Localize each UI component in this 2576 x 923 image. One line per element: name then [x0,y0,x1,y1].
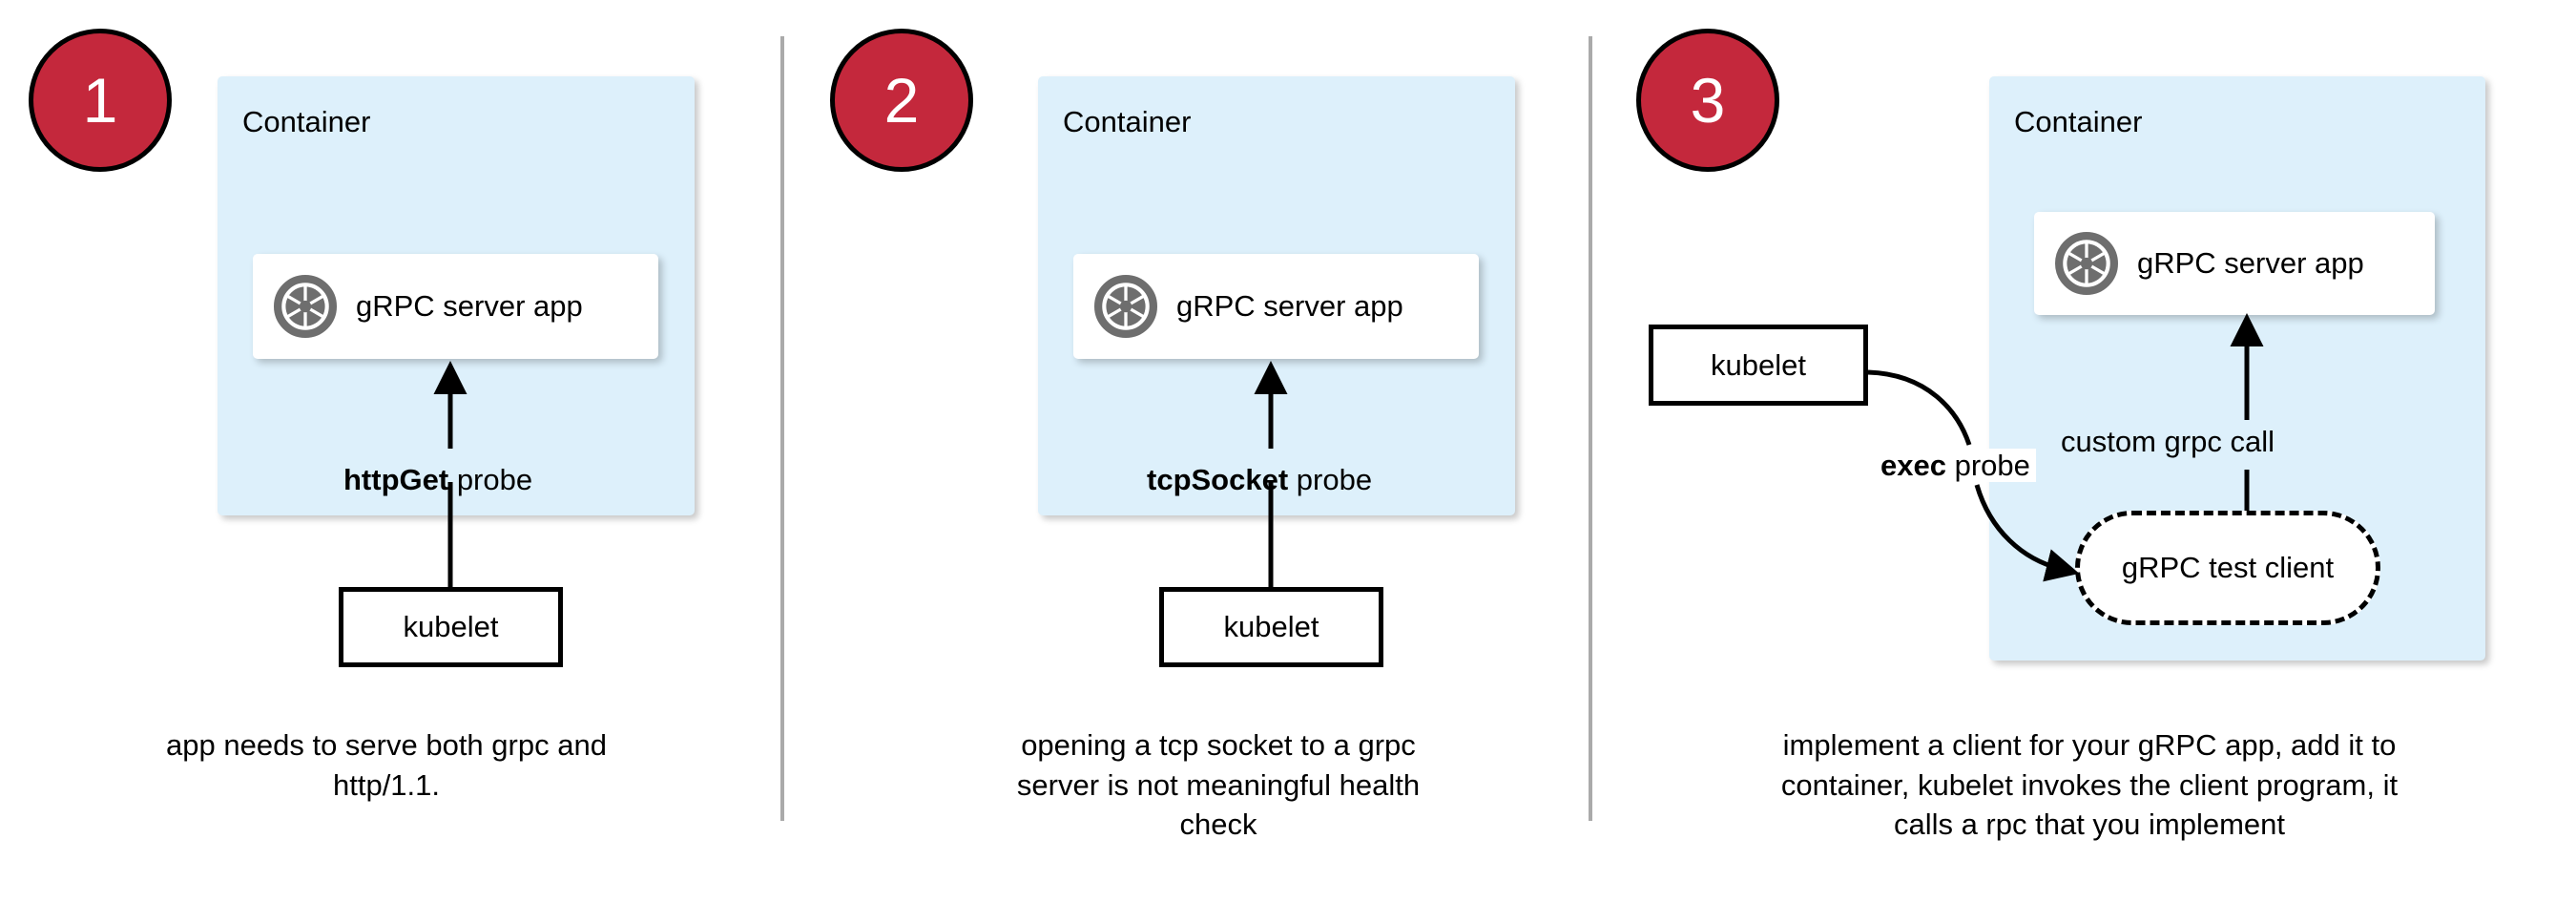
container-label-1: Container [242,105,371,138]
container-label-3: Container [2014,105,2143,138]
kubelet-box-2: kubelet [1159,587,1383,667]
panel-exec-probe: 3 Container [1593,0,2576,923]
container-label-2: Container [1063,105,1192,138]
kubelet-box-1: kubelet [339,587,563,667]
caption-2: opening a tcp socket to a grpc server is… [1016,728,1421,842]
grpc-server-app-card-2: gRPC server app [1073,254,1479,359]
step-badge-1: 1 [29,29,172,172]
panel-httpget-probe: 1 Container [0,0,782,923]
probe-label-exec-rest: probe [1945,449,2030,482]
grpc-server-app-card-1: gRPC server app [253,254,658,359]
probe-label-tcpsocket-rest: probe [1288,463,1373,496]
probe-label-tcpsocket: tcpSocket probe [1147,463,1372,497]
probe-label-exec: exec probe [1875,449,2036,483]
grpc-server-app-card-3: gRPC server app [2034,212,2435,315]
caption-1: app needs to serve both grpc and http/1.… [166,728,607,802]
probe-label-httpget-bold: httpGet [343,463,449,496]
probe-label-httpget-rest: probe [448,463,533,496]
panel-divider-2 [1589,36,1592,821]
kubelet-box-3: kubelet [1649,325,1868,406]
step-badge-3: 3 [1636,29,1779,172]
grpc-test-client-node: gRPC test client [2075,511,2380,625]
step-badge-2: 2 [830,29,973,172]
grpc-aperture-icon [2055,232,2118,295]
probe-label-httpget: httpGet probe [343,463,532,497]
probe-label-exec-bold: exec [1880,449,1946,482]
grpc-server-app-label-2: gRPC server app [1176,289,1403,323]
panel-divider-1 [780,36,784,821]
custom-grpc-call-text: custom grpc call [2055,425,2280,458]
grpc-aperture-icon [274,275,337,338]
custom-grpc-call-label: custom grpc call [2055,425,2280,459]
grpc-aperture-icon [1094,275,1157,338]
grpc-server-app-label-1: gRPC server app [356,289,583,323]
grpc-server-app-label-3: gRPC server app [2137,246,2364,280]
panel-tcpsocket-probe: 2 Container [782,0,1593,923]
probe-label-tcpsocket-bold: tcpSocket [1147,463,1289,496]
caption-3: implement a client for your gRPC app, ad… [1780,728,2399,842]
